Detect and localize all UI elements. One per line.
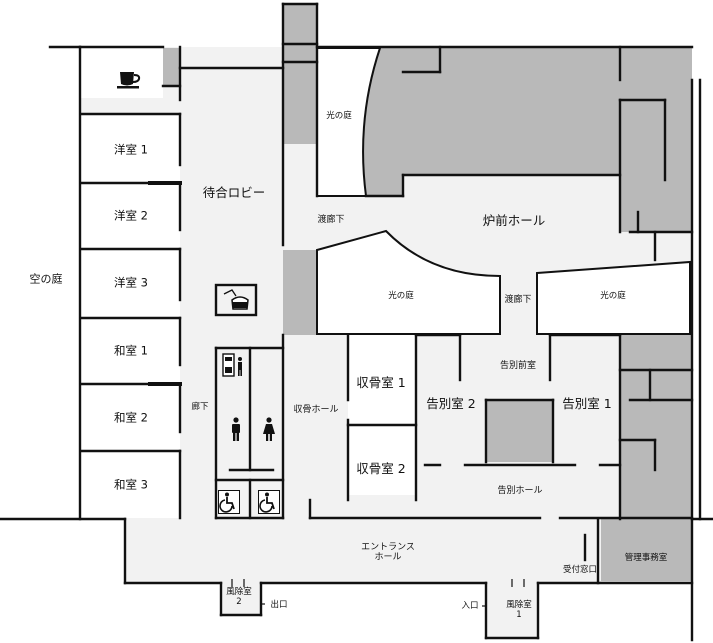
vestibule-1-label: 風除室 1 [506, 600, 532, 621]
corridor-left-label: 廊下 [191, 402, 209, 413]
wheelchair-icon [258, 490, 280, 514]
management-office-label: 管理事務室 [624, 553, 668, 564]
exit-label: 出口 [270, 600, 288, 611]
japanese-room-1-label: 和室 1 [114, 343, 148, 358]
kettle-icon [223, 289, 249, 310]
vestibule-1-line1: 風除室 [506, 600, 532, 611]
japanese-room-2-label: 和室 2 [114, 410, 148, 425]
japanese-room-3-label: 和室 3 [114, 477, 148, 492]
western-room-1-label: 洋室 1 [114, 142, 148, 157]
male-toilet-icon [232, 417, 240, 441]
western-room-3-label: 洋室 3 [114, 275, 148, 290]
farewell-front-room-label: 告別前室 [499, 360, 537, 371]
vestibule-2-label: 風除室 2 [226, 587, 252, 608]
light-garden-top-label: 光の庭 [326, 111, 352, 122]
door-marks [231, 579, 525, 607]
vestibule-2-line1: 風除室 [226, 587, 252, 598]
furnace-hall-label: 炉前ホール [482, 212, 546, 228]
female-toilet-icon [263, 417, 275, 441]
farewell-room-1-label: 告別室 1 [562, 395, 612, 411]
western-room-2-label: 洋室 2 [114, 208, 148, 223]
farewell-room-2-label: 告別室 2 [426, 395, 476, 411]
wheelchair-icon [218, 490, 240, 514]
watari-corridor-2-label: 渡廊下 [504, 294, 532, 305]
sky-garden-label: 空の庭 [29, 272, 63, 286]
ash-room-1-label: 収骨室 1 [356, 374, 406, 390]
farewell-hall-label: 告別ホール [497, 485, 543, 496]
rooms [316, 47, 691, 335]
entrance-hall-line2: ホール [374, 553, 402, 563]
entrance-label: 入口 [461, 601, 479, 612]
vestibule-2-line2: 2 [236, 597, 242, 607]
reception-window-label: 受付窓口 [562, 565, 598, 576]
coffee-cup-icon [117, 72, 141, 89]
vestibule-1-line2: 1 [516, 610, 522, 620]
waiting-lobby-label: 待合ロビー [202, 184, 266, 200]
vending-machine-icon [222, 353, 242, 377]
ash-room-2-label: 収骨室 2 [356, 460, 406, 476]
management-office-block [601, 519, 691, 581]
light-garden-center-label: 光の庭 [388, 291, 414, 302]
watari-corridor-1-label: 渡廊下 [317, 214, 345, 225]
light-garden-right-label: 光の庭 [600, 291, 626, 302]
ash-hall-label: 収骨ホール [293, 404, 339, 415]
entrance-hall-line1: エントランス [361, 542, 415, 553]
structure-blocks [163, 4, 692, 581]
entrance-hall-label: エントランス ホール [361, 543, 415, 564]
